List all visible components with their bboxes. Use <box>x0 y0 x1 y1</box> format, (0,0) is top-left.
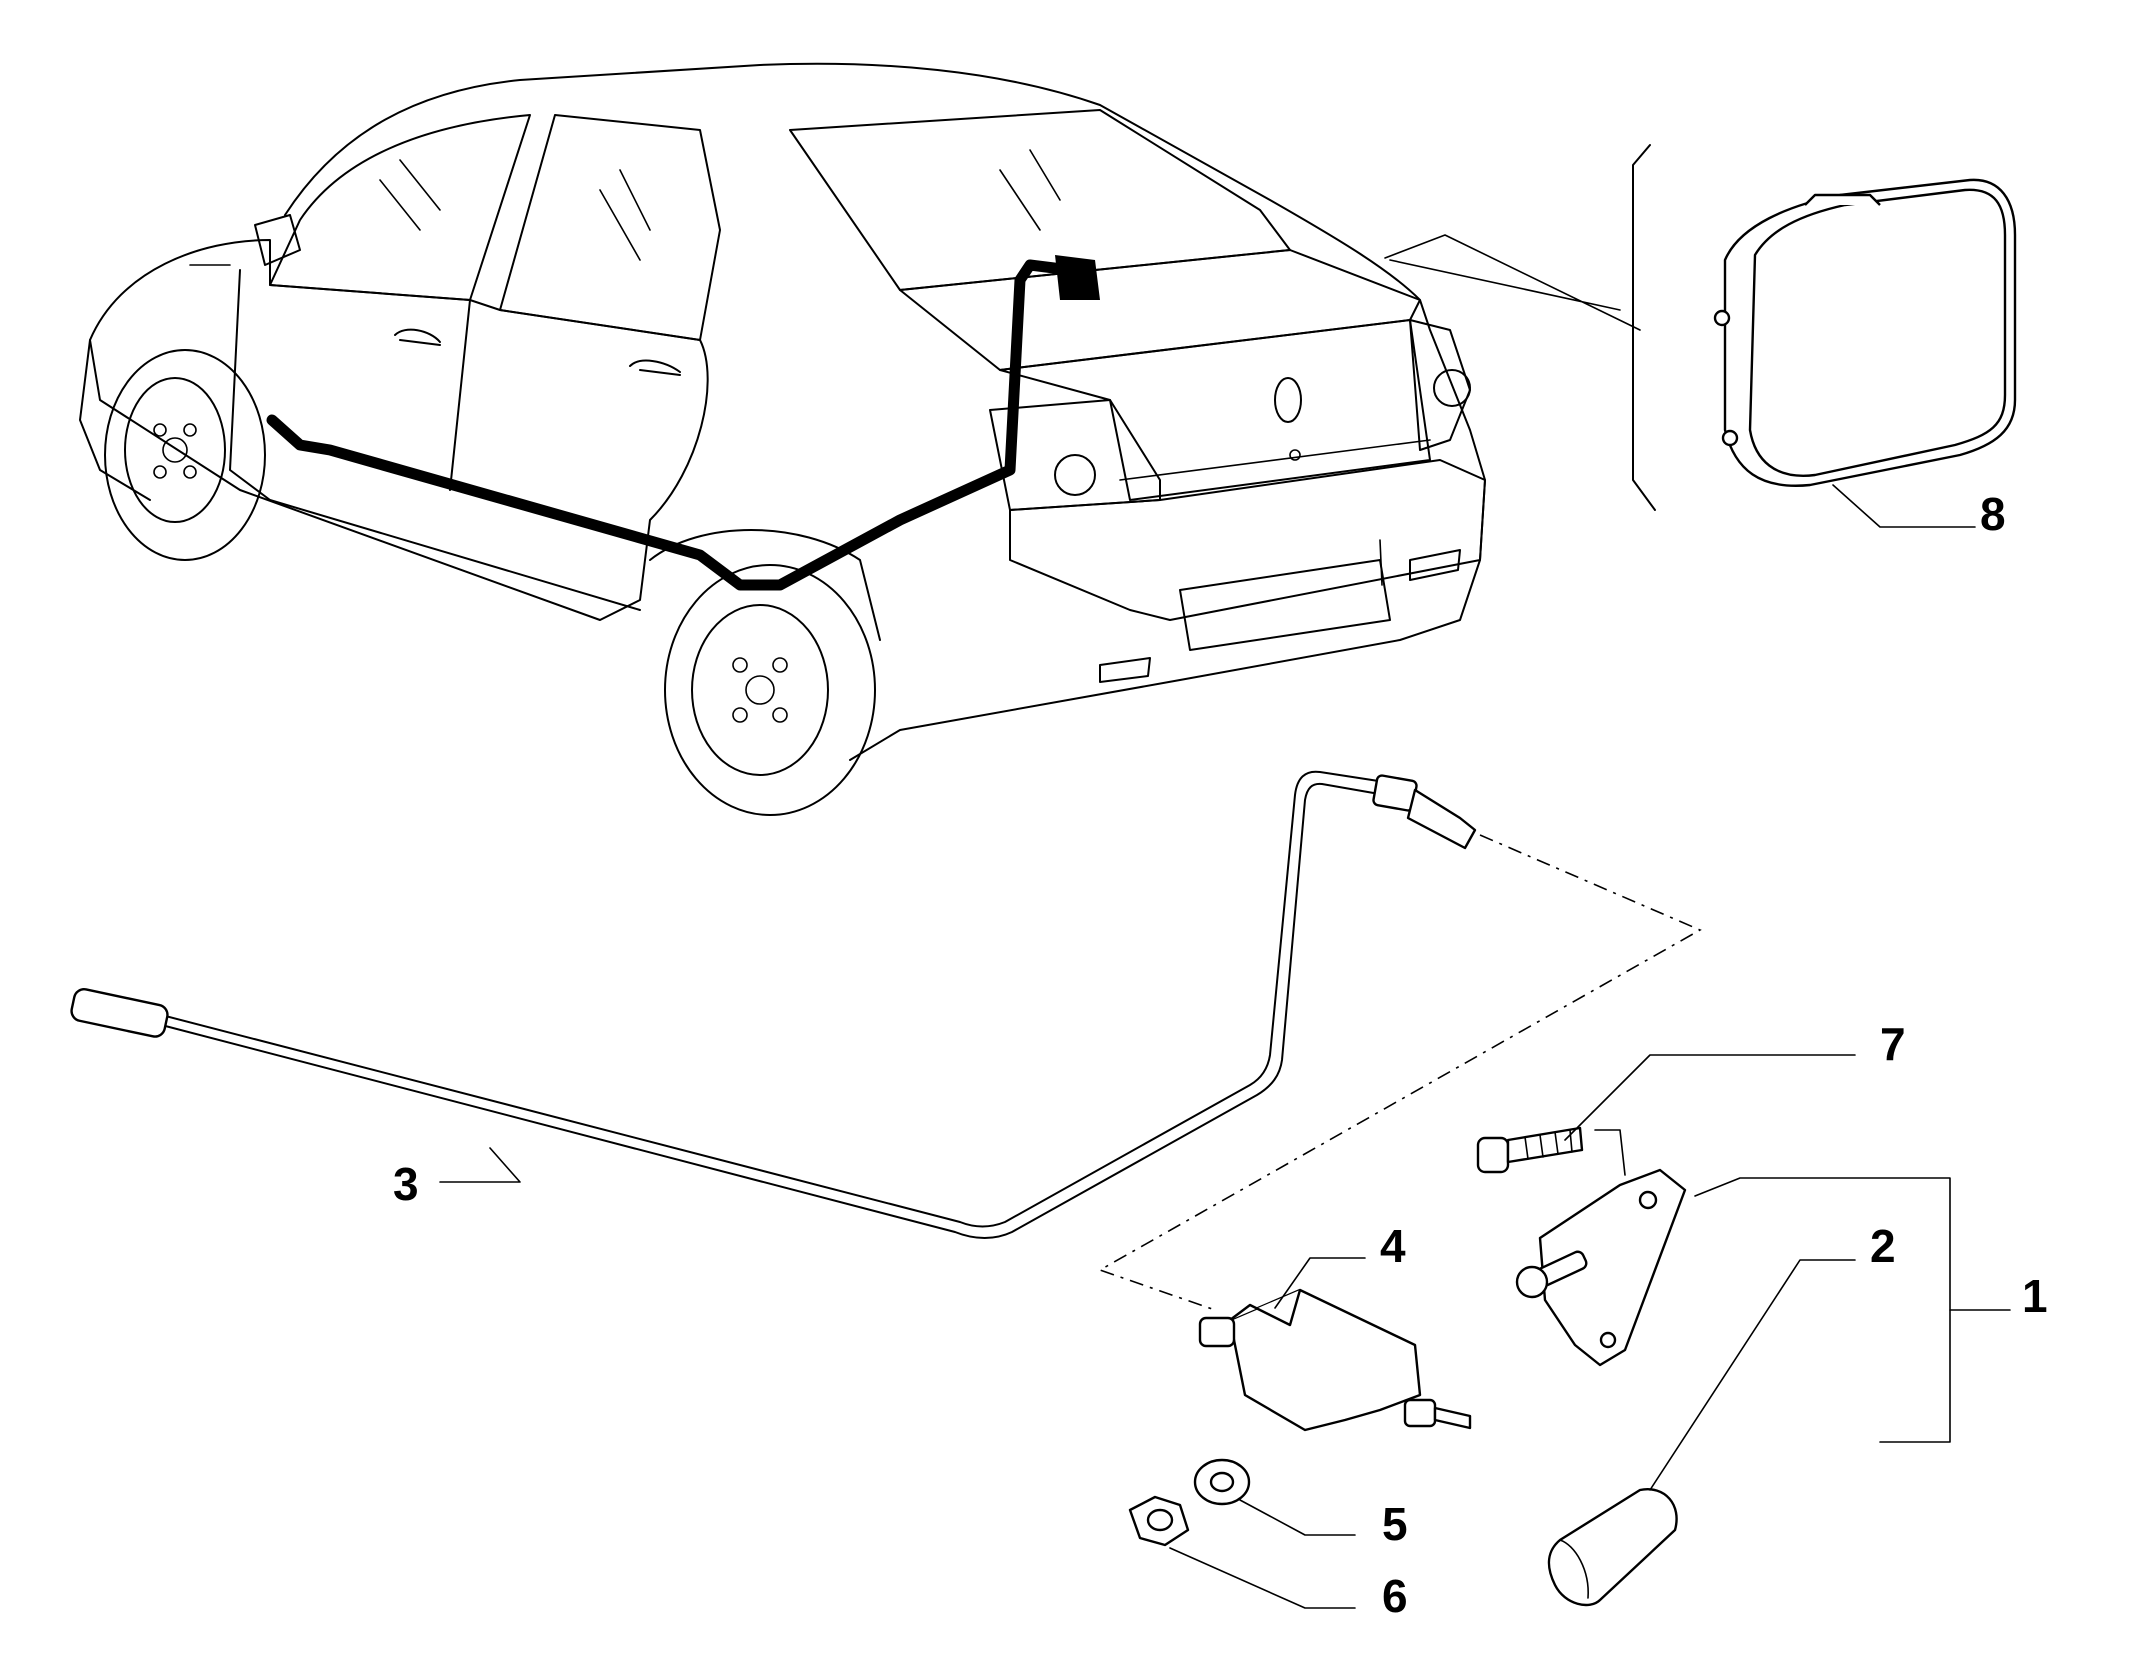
car-to-part8-leader <box>1384 234 1641 331</box>
part-4-actuator <box>1198 1288 1472 1432</box>
part-8-fuel-flap <box>1713 178 2017 487</box>
part-2-cap <box>1547 1488 1678 1607</box>
part-6-nut <box>1128 1495 1190 1547</box>
car-illustration <box>79 62 1486 816</box>
wiring-harness <box>266 259 1076 591</box>
part-7-bolt <box>1476 1126 1584 1174</box>
callout-2: 2 <box>1870 1220 1896 1272</box>
callout-3: 3 <box>393 1158 419 1210</box>
callout-4: 4 <box>1380 1220 1406 1272</box>
callout-1: 1 <box>2022 1270 2048 1322</box>
part-5-washer <box>1193 1458 1251 1506</box>
callout-5: 5 <box>1382 1498 1408 1550</box>
callout-8: 8 <box>1980 488 2006 540</box>
callout-labels: 8 3 7 4 2 1 5 6 <box>393 488 2048 1622</box>
callout-7: 7 <box>1880 1018 1906 1070</box>
leader-lines <box>439 484 2011 1609</box>
part-3-release-cable <box>70 770 1477 1239</box>
bracket-part8 <box>1632 144 1656 511</box>
callout-6: 6 <box>1382 1570 1408 1622</box>
part-1-bracket <box>1515 1168 1687 1367</box>
